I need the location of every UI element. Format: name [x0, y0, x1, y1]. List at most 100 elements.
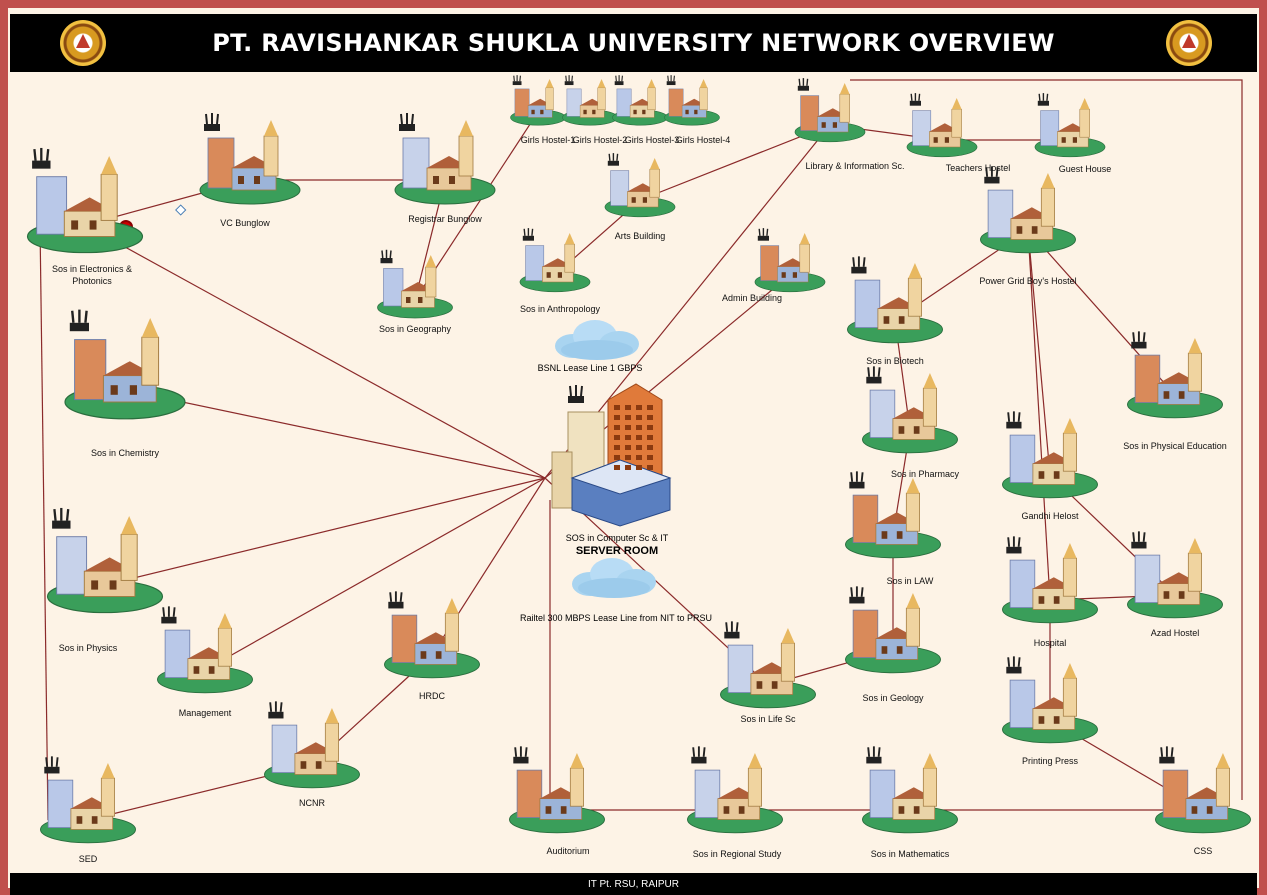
server-title: SERVER ROOM — [575, 545, 659, 557]
server-window — [625, 455, 631, 460]
server-window — [625, 465, 631, 470]
title-bar: PT. RAVISHANKAR SHUKLA UNIVERSITY NETWOR… — [10, 14, 1257, 72]
server-window — [625, 445, 631, 450]
server-window — [625, 415, 631, 420]
node-maths[interactable] — [862, 745, 958, 834]
link-library-css_top — [850, 79, 1243, 790]
node-label-hospital: Hospital — [1033, 638, 1067, 648]
node-css[interactable] — [1155, 745, 1251, 834]
server-window — [625, 435, 631, 440]
node-admin[interactable] — [754, 227, 826, 293]
bsnl-cloud-icon — [555, 320, 639, 360]
link-diamond-marker — [175, 204, 187, 216]
node-vc[interactable] — [199, 112, 301, 205]
node-chemistry[interactable] — [64, 308, 186, 420]
link-arts-library — [639, 124, 831, 201]
node-sed[interactable] — [40, 755, 136, 844]
node-azad[interactable] — [1127, 530, 1223, 619]
railtel-cloud-label: Railtel 300 MBPS Lease Line from NIT to … — [520, 613, 712, 623]
server-window — [625, 405, 631, 410]
node-label-chemistry: Sos in Chemistry — [90, 448, 160, 458]
node-regional[interactable] — [687, 745, 783, 834]
university-logo-right — [1166, 20, 1212, 66]
node-arts[interactable] — [604, 152, 676, 218]
page-title: PT. RAVISHANKAR SHUKLA UNIVERSITY NETWOR… — [212, 29, 1055, 57]
server-room-building[interactable] — [551, 383, 672, 527]
node-registrar[interactable] — [394, 112, 496, 205]
node-anthro[interactable] — [519, 227, 591, 293]
link-server-physics — [104, 477, 546, 586]
node-pharmacy[interactable] — [862, 365, 958, 454]
node-phyedu[interactable] — [1127, 330, 1223, 419]
server-window — [614, 445, 620, 450]
node-electronics[interactable] — [26, 146, 144, 254]
link-electronics-sed — [39, 224, 49, 821]
node-label-azad: Azad Hostel — [1150, 628, 1200, 638]
server-window — [614, 435, 620, 440]
node-label-registrar: Registrar Bunglow — [408, 214, 482, 224]
node-label-printing: Printing Press — [1021, 756, 1079, 766]
nodes-layer — [26, 74, 1251, 844]
node-geography[interactable] — [377, 249, 453, 319]
node-label-gandhi: Gandhi Helost — [1021, 511, 1079, 521]
node-management[interactable] — [157, 605, 253, 694]
node-ncnr[interactable] — [264, 700, 360, 789]
link-server-management — [204, 477, 546, 671]
node-label-gh2: Girls Hostel-2 — [572, 135, 628, 145]
node-label-lifesc: Sos in Life Sc — [740, 714, 796, 724]
node-boys[interactable] — [980, 165, 1076, 254]
node-gh2[interactable] — [562, 74, 618, 126]
node-gh1[interactable] — [510, 74, 566, 126]
node-label-teachers: Teachers Hostel — [945, 163, 1011, 173]
node-label-pharmacy: Sos in Pharmacy — [890, 469, 960, 479]
node-label-management: Management — [178, 708, 232, 718]
university-logo-left — [60, 20, 106, 66]
node-law[interactable] — [845, 470, 941, 559]
server-label: SOS in Computer Sc & IT — [565, 533, 669, 543]
node-label-guest: Guest House — [1058, 164, 1112, 174]
node-label-law: Sos in LAW — [886, 576, 934, 586]
footer-text: IT Pt. RSU, RAIPUR — [588, 878, 679, 890]
node-biotech[interactable] — [847, 255, 943, 344]
node-hrdc[interactable] — [384, 590, 480, 679]
server-window — [647, 435, 653, 440]
link-boys-gandhi — [1027, 229, 1051, 476]
server-window — [647, 455, 653, 460]
railtel-cloud-icon — [572, 558, 656, 598]
node-hospital[interactable] — [1002, 535, 1098, 624]
node-gh4[interactable] — [664, 74, 720, 126]
node-geology[interactable] — [845, 585, 941, 674]
node-teachers[interactable] — [906, 92, 978, 158]
link-server-chemistry — [124, 389, 546, 479]
node-label-gh1: Girls Hostel-1 — [520, 135, 576, 145]
node-guest[interactable] — [1034, 92, 1106, 158]
node-label-geology: Sos in Geology — [862, 693, 924, 703]
node-label-sed: SED — [78, 854, 98, 864]
server-window — [636, 435, 642, 440]
node-label-boys: Power Grid Boy's Hostel — [979, 276, 1077, 286]
server-window — [636, 415, 642, 420]
server-window — [636, 455, 642, 460]
server-window — [647, 445, 653, 450]
node-printing[interactable] — [1002, 655, 1098, 744]
node-label-admin: Admin Building — [721, 293, 783, 303]
node-auditorium[interactable] — [509, 745, 605, 834]
node-library[interactable] — [794, 77, 866, 143]
server-window — [636, 445, 642, 450]
server-window — [614, 415, 620, 420]
server-window — [614, 425, 620, 430]
node-physics[interactable] — [46, 506, 164, 614]
node-gh3[interactable] — [612, 74, 668, 126]
node-lifesc[interactable] — [720, 620, 816, 709]
node-label-library: Library & Information Sc. — [805, 161, 905, 171]
node-label-regional: Sos in Regional Study — [692, 849, 782, 859]
node-label-css: CSS — [1193, 846, 1213, 856]
node-label-geography: Sos in Geography — [378, 324, 452, 334]
server-window — [614, 465, 620, 470]
node-gandhi[interactable] — [1002, 410, 1098, 499]
node-label-phyedu: Sos in Physical Education — [1123, 441, 1227, 451]
node-label-ncnr: NCNR — [299, 798, 325, 808]
server-window — [647, 415, 653, 420]
server-window — [647, 425, 653, 430]
